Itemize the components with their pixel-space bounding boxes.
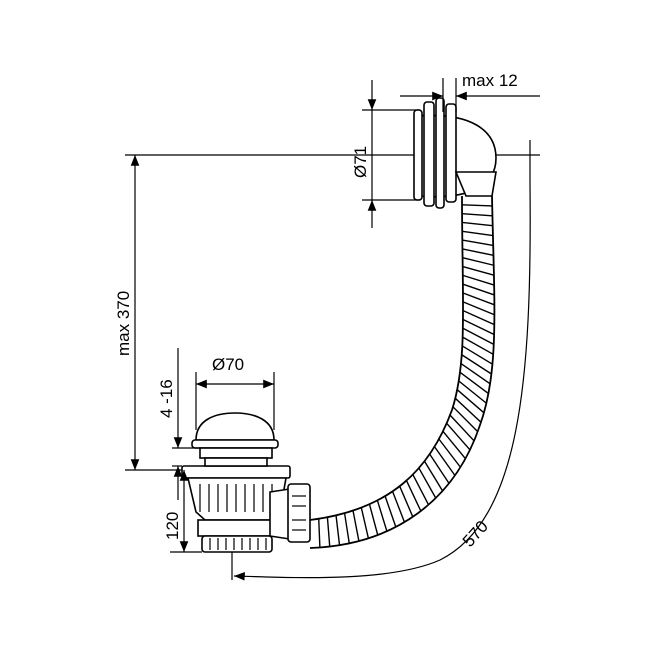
hose-rib: [399, 485, 414, 518]
hose-rib: [418, 467, 437, 499]
hose-rib: [462, 248, 494, 257]
hose-rib: [462, 212, 493, 217]
overflow-assembly: [413, 97, 497, 209]
waste-flange-ring: [199, 447, 273, 459]
hose-rib: [391, 491, 406, 523]
hose-rib: [461, 354, 492, 375]
hose-rib: [462, 221, 493, 227]
dim-max-12: max 12: [400, 71, 540, 112]
hose-rib: [423, 460, 444, 492]
dim-waste-height-label: 120: [163, 512, 182, 540]
dim-flange-range-label: 4 -16: [157, 379, 176, 418]
dim-waste-diameter: Ø70: [195, 355, 275, 430]
hose-rib: [461, 204, 493, 207]
hose-rib: [462, 257, 494, 266]
hose-rib: [462, 283, 495, 296]
hose-outer-edge: [309, 195, 464, 521]
hose-rib: [429, 453, 450, 484]
waste-flange: [181, 465, 291, 479]
hose-rib: [318, 518, 321, 548]
waste-lower-nut: [201, 535, 273, 553]
hose-rib: [446, 422, 471, 451]
dim-max-12-label: max 12: [462, 71, 518, 90]
hose-rib: [335, 515, 341, 546]
waste-outlet: [197, 519, 275, 537]
hose-rib: [462, 310, 495, 326]
hose-rib: [461, 345, 493, 365]
corrugated-hose: [309, 195, 496, 549]
hose-inner-edge: [309, 195, 496, 549]
hose-rib: [462, 239, 494, 247]
dim-overflow-diameter-label: Ø71: [351, 146, 370, 178]
hose-rib: [449, 414, 475, 442]
waste-body-grooves: [199, 484, 273, 512]
dim-flange-range: 4 -16: [157, 348, 200, 500]
hose-rib: [352, 510, 360, 542]
overflow-flange-inner: [435, 97, 445, 209]
hose-rib: [456, 389, 485, 414]
dim-cable-length-label: 570: [459, 517, 492, 551]
dim-waste-height: 120: [163, 470, 202, 553]
hose-rib: [412, 474, 430, 506]
hose-rib: [405, 480, 422, 512]
waste-assembly: [181, 412, 311, 553]
hose-rib: [462, 230, 494, 237]
hose-rib: [326, 517, 331, 547]
hose-rib: [458, 380, 487, 404]
hose-rib: [442, 430, 466, 460]
overflow-nut: [445, 103, 457, 203]
hose-rib: [454, 397, 482, 423]
waste-plug-rim: [191, 439, 279, 449]
hose-connector-nut: [287, 483, 311, 543]
hose-rib: [462, 265, 495, 276]
hose-rib: [462, 274, 495, 286]
hose-rib: [360, 507, 370, 539]
waste-plug-cap: [195, 412, 275, 441]
hose-rib: [343, 513, 350, 544]
hose-rib: [462, 336, 494, 355]
dim-waste-diameter-label: Ø70: [212, 355, 244, 374]
dim-overflow-diameter: Ø71: [351, 80, 420, 228]
hose-ribs: [318, 204, 495, 548]
hose-rib: [368, 504, 379, 536]
dim-max-370: max 370: [114, 155, 140, 470]
hose-rib: [433, 446, 456, 476]
hose-rib: [462, 292, 495, 306]
overflow-flange-plate: [423, 101, 435, 207]
waste-neck: [204, 457, 268, 467]
hose-rib: [462, 301, 495, 316]
hose-rib: [462, 327, 495, 346]
hose-rib: [438, 438, 461, 468]
overflow-flange-outer: [413, 109, 423, 201]
dim-max-370-label: max 370: [114, 291, 133, 356]
hose-rib: [376, 500, 388, 532]
hose-rib: [452, 406, 479, 433]
hose-rib: [459, 371, 489, 395]
hose-rib: [462, 318, 495, 336]
hose-rib: [460, 362, 491, 385]
hose-rib: [384, 495, 397, 528]
waste-nut-ribs: [209, 538, 267, 550]
